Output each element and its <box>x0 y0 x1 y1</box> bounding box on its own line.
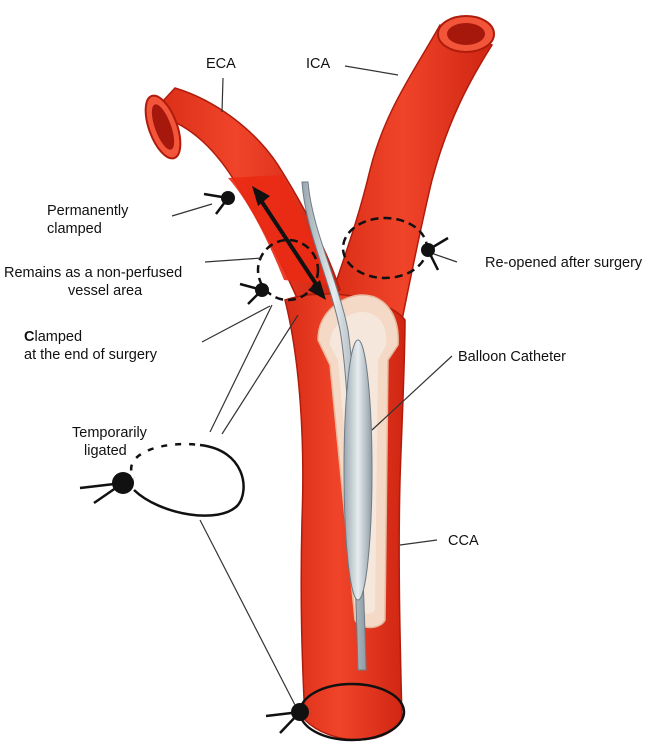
leader-lines <box>171 65 458 706</box>
knot-temp <box>79 472 134 505</box>
label-reopened: Re-opened after surgery <box>485 255 643 271</box>
knot-clamped-end <box>239 282 269 305</box>
label-remains-line1: Remains as a non-perfused <box>4 265 183 281</box>
label-permanently-line1: Permanently <box>47 203 129 219</box>
label-temporarily-line1: Temporarily <box>72 425 147 441</box>
knot-ica <box>421 236 449 271</box>
label-permanently-line2: clamped <box>47 221 102 237</box>
label-remains-line2: vessel area <box>68 283 143 299</box>
label-ica: ICA <box>306 56 331 72</box>
label-permanently: Permanently clamped <box>47 202 128 238</box>
label-eca: ECA <box>206 56 236 72</box>
label-remains: Remains as a non-perfused vessel area <box>4 264 182 300</box>
eca-clamp-ring <box>256 238 320 302</box>
label-temporarily-line2: ligated <box>84 443 127 459</box>
knot-permanent <box>203 191 235 215</box>
label-cca: CCA <box>448 533 479 549</box>
label-clamped-line1: Clamped <box>24 328 157 346</box>
label-balloon: Balloon Catheter <box>458 349 567 365</box>
label-clamped-initial: C <box>24 329 35 345</box>
label-temporarily: Temporarily ligated <box>72 424 147 460</box>
double-arrow <box>256 194 322 292</box>
label-clamped: Clamped at the end of surgery <box>24 328 157 364</box>
knot-cca <box>265 703 309 734</box>
temp-ligature-loop <box>130 442 245 517</box>
balloon <box>343 339 373 601</box>
label-clamped-rest: lamped <box>34 329 83 345</box>
label-clamped-line2: at the end of surgery <box>24 347 157 363</box>
ica-vessel <box>329 24 494 332</box>
